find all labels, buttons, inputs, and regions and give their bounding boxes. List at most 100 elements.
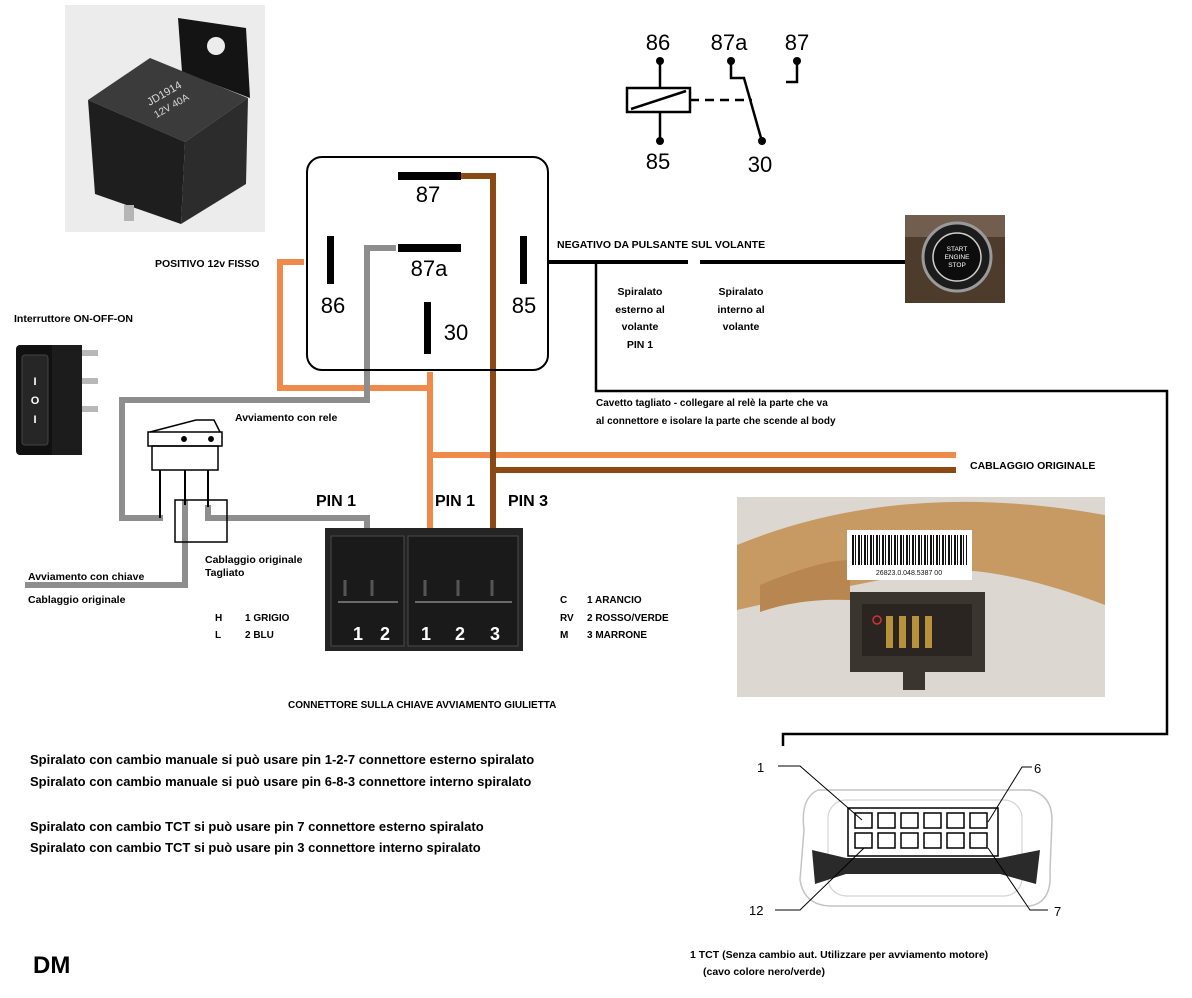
pinout-cell xyxy=(877,812,896,829)
key-start-label: Avviamento con chiave xyxy=(28,571,145,583)
legend-desc-c: 1 ARANCIO xyxy=(587,595,642,606)
legend-desc-m: 3 MARRONE xyxy=(587,630,648,641)
switch-terminal xyxy=(82,406,98,412)
cut-original-line1: Cablaggio originale xyxy=(205,554,303,566)
pinout-body-shadow xyxy=(812,850,1040,884)
switch-housing xyxy=(151,445,219,471)
original-harness-lower-label: Cablaggio originale xyxy=(28,594,126,606)
leader-pin-12 xyxy=(775,847,865,911)
socket-label-30: 30 xyxy=(444,320,468,345)
connector-right-pin-1: 1 xyxy=(421,624,431,644)
spiral-internal-line2: interno al xyxy=(717,304,765,316)
ignition-connector-caption: CONNETTORE SULLA CHIAVE AVVIAMENTO GIULI… xyxy=(288,700,557,711)
wire-gray-switch-to-connector xyxy=(205,505,370,530)
legend-code-h: H xyxy=(215,613,223,624)
cut-wire-note-line2: al connettore e isolare la parte che sce… xyxy=(596,416,836,427)
switch-symbol-on1: I xyxy=(33,376,36,388)
relay-coil-diagonal xyxy=(630,89,687,111)
pinout-cells xyxy=(854,812,988,849)
pinout-cell xyxy=(946,812,965,829)
negative-label: NEGATIVO DA PULSANTE SUL VOLANTE xyxy=(557,239,766,251)
terminal-87-dot xyxy=(793,57,801,65)
pin-label-gray: PIN 1 xyxy=(316,493,357,510)
note-3: Spiralato con cambio TCT si può usare pi… xyxy=(30,819,484,834)
connector-left-pin-2: 2 xyxy=(380,624,390,644)
symbol-label-87: 87 xyxy=(785,30,809,55)
note-1: Spiralato con cambio manuale si può usar… xyxy=(30,752,535,767)
pinout-label-7: 7 xyxy=(1054,904,1062,919)
spiral-external-line1: Spiralato xyxy=(617,286,663,298)
spiral-internal-line1: Spiralato xyxy=(718,286,764,298)
legend-code-l: L xyxy=(215,630,222,641)
relay-front-face xyxy=(88,100,185,224)
rocker-switch-photo: I O I xyxy=(16,345,98,455)
relay-symbol-terminals xyxy=(656,57,801,145)
start-button-text-start: START xyxy=(947,246,968,253)
tct-caption-line1: 1 TCT (Senza cambio aut. Utilizzare per … xyxy=(690,949,989,961)
start-button-text-stop: STOP xyxy=(948,262,966,269)
switch-rivet xyxy=(208,436,214,442)
spiral-internal-line3: volante xyxy=(722,321,760,333)
pinout-label-12: 12 xyxy=(749,903,764,918)
author-signature: DM xyxy=(33,952,71,979)
socket-label-86: 86 xyxy=(321,293,345,318)
clock-spring-connector-tab xyxy=(903,672,925,690)
relay-mounting-hole xyxy=(207,37,225,55)
pinout-cell xyxy=(923,812,942,829)
spiral-external-line4: PIN 1 xyxy=(626,339,654,351)
relay-symbol xyxy=(625,61,799,140)
symbol-label-86: 86 xyxy=(646,30,670,55)
legend-code-c: C xyxy=(560,595,568,606)
relay-socket: 87 87a 86 85 30 xyxy=(306,156,549,371)
pinout-label-1: 1 xyxy=(757,760,765,775)
start-button-text-engine: ENGINE xyxy=(945,254,971,261)
socket-label-87a: 87a xyxy=(411,256,448,281)
note-4: Spiralato con cambio TCT si può usare pi… xyxy=(30,840,481,855)
clock-spring-photo: 26823.0.048.5387 00 xyxy=(737,497,1105,697)
socket-label-85: 85 xyxy=(512,293,536,318)
start-button-cap xyxy=(932,232,982,282)
symbol-label-30: 30 xyxy=(748,152,772,177)
ignition-connector-left-block xyxy=(330,535,405,647)
cut-wire-note-line1: Cavetto tagliato - collegare al relè la … xyxy=(596,398,828,409)
legend-desc-l: 2 BLU xyxy=(245,630,274,641)
clock-spring-pin xyxy=(886,616,893,648)
terminal-87a-dot xyxy=(727,57,735,65)
cut-harness-box xyxy=(174,499,228,543)
socket-label-87: 87 xyxy=(416,182,440,207)
pinout-cell xyxy=(877,832,896,849)
relay-start-label: Avviamento con rele xyxy=(235,412,338,424)
legend-code-rv: RV xyxy=(560,613,574,624)
switch-rocker xyxy=(21,354,49,446)
wire-gray-87a-to-switch xyxy=(119,245,396,521)
connector-right-pin-3: 3 xyxy=(490,624,500,644)
connector-left-pin-1: 1 xyxy=(353,624,363,644)
terminal-30-dot xyxy=(758,137,766,145)
pinout-cell xyxy=(946,832,965,849)
clock-spring-pin xyxy=(912,616,919,648)
legend-desc-h: 1 GRIGIO xyxy=(245,613,290,624)
pinout-cell xyxy=(923,832,942,849)
cut-original-line2: Tagliato xyxy=(205,567,245,579)
relay-mounting-tab xyxy=(178,18,250,98)
barcode xyxy=(852,535,967,565)
pinout-cell xyxy=(900,812,919,829)
terminal-85-dot xyxy=(656,137,664,145)
pinout-cell xyxy=(900,832,919,849)
switch-title: Interruttore ON-OFF-ON xyxy=(14,313,133,325)
switch-terminal xyxy=(82,378,98,384)
connector-right-pin-2: 2 xyxy=(455,624,465,644)
symbol-label-87a: 87a xyxy=(711,30,748,55)
relay-switch-blade xyxy=(729,61,763,139)
relay-photo: JD1914 12V 40A xyxy=(65,5,265,232)
leader-pin-6 xyxy=(987,766,1032,823)
pinout-label-6: 6 xyxy=(1034,761,1042,776)
barcode-number: 26823.0.048.5387 00 xyxy=(876,570,942,577)
spiral-external-line3: volante xyxy=(621,321,659,333)
socket-terminal-30 xyxy=(424,302,431,354)
spiral-connector-pinout xyxy=(775,765,1053,911)
positive-label: POSITIVO 12v FISSO xyxy=(155,258,260,270)
clock-spring-pin1-marker xyxy=(872,615,882,625)
